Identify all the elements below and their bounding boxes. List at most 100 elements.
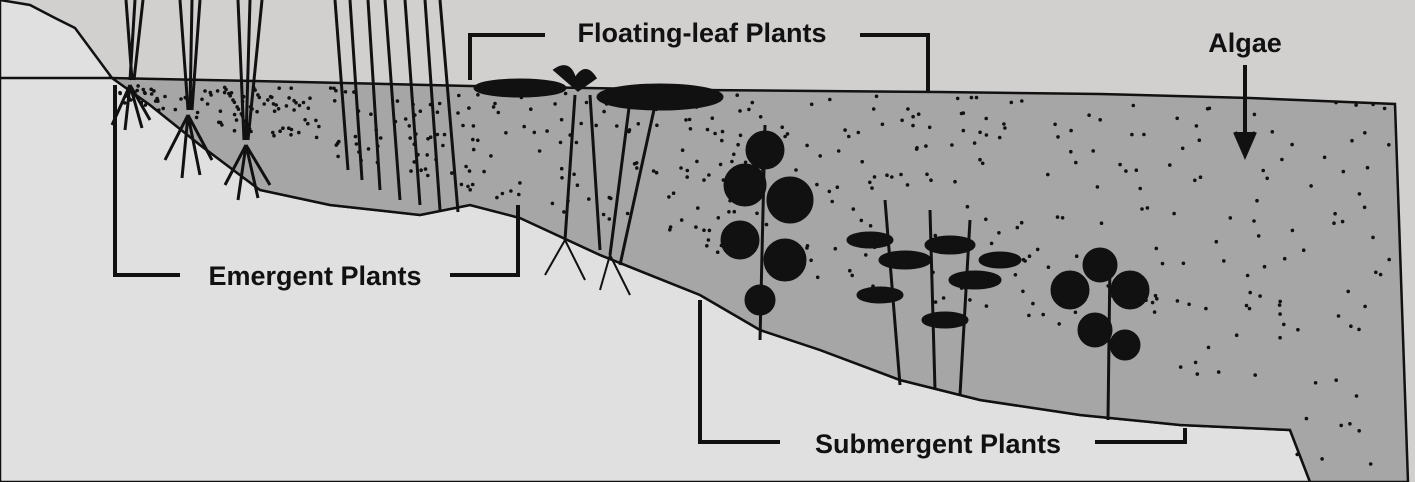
algae-dot — [333, 99, 337, 103]
algae-dot — [1357, 429, 1361, 433]
algae-dot — [1195, 124, 1199, 128]
algae-dot — [1246, 274, 1250, 278]
algae-dot — [1252, 219, 1256, 223]
algae-dot — [1323, 156, 1327, 160]
algae-dot — [136, 84, 140, 88]
algae-dot — [163, 95, 167, 99]
algae-dot — [1031, 302, 1035, 306]
algae-dot — [736, 143, 740, 147]
algae-dot — [1027, 314, 1031, 318]
algae-dot — [818, 154, 822, 158]
algae-dot — [344, 90, 348, 94]
algae-dot — [1222, 259, 1226, 263]
algae-dot — [1155, 247, 1159, 251]
algae-dot — [1074, 161, 1078, 165]
algae-dot — [307, 106, 311, 110]
algae-dot — [292, 108, 296, 112]
algae-dot — [233, 101, 237, 105]
algae-dot — [457, 94, 461, 98]
algae-dot — [1366, 166, 1370, 170]
algae-dot — [925, 173, 929, 177]
algae-dot — [1349, 324, 1353, 328]
algae-dot — [730, 160, 734, 164]
algae-dot — [828, 98, 832, 102]
algae-dot — [1124, 169, 1128, 173]
algae-dot — [472, 148, 476, 152]
algae-dot — [209, 93, 213, 97]
algae-dot — [868, 181, 872, 185]
algae-dot — [551, 202, 555, 206]
algae-dot — [1172, 212, 1176, 216]
algae-dot — [1091, 149, 1095, 153]
algae-dot — [369, 112, 373, 116]
algae-dot — [929, 178, 933, 182]
algae-dot — [686, 169, 690, 173]
algae-dot — [408, 136, 412, 140]
algae-dot — [953, 180, 957, 184]
algae-dot — [461, 124, 465, 128]
algae-dot — [1282, 323, 1286, 327]
algae-dot — [1291, 229, 1295, 233]
algae-dot — [522, 125, 526, 129]
algae-dot — [727, 210, 731, 214]
algae-dot — [899, 173, 903, 177]
algae-dot — [277, 86, 281, 90]
algae-dot — [529, 107, 533, 111]
algae-dot — [1053, 123, 1057, 127]
algae-dot — [1371, 103, 1375, 107]
algae-dot — [272, 134, 276, 138]
algae-dot — [1263, 265, 1267, 269]
algae-dot — [1010, 101, 1014, 105]
algae-dot — [468, 188, 472, 192]
algae-dot — [426, 137, 430, 141]
algae-dot — [1182, 262, 1186, 266]
algae-dot — [287, 96, 291, 100]
algae-dot — [1278, 312, 1282, 316]
algae-dot — [1002, 122, 1006, 126]
algae-dot — [875, 95, 879, 99]
algae-dot — [1305, 417, 1309, 421]
algae-dot — [981, 162, 985, 166]
algae-dot — [594, 124, 598, 128]
algae-dot — [915, 147, 919, 151]
algae-dot — [355, 142, 359, 146]
algae-dot — [705, 244, 709, 248]
algae-dot — [928, 126, 932, 130]
algae-dot — [635, 166, 639, 170]
algae-dot — [1204, 307, 1208, 311]
algae-dot — [467, 106, 471, 110]
algae-dot — [668, 228, 672, 232]
algae-dot — [1135, 168, 1139, 172]
algae-dot — [602, 213, 606, 217]
algae-dot — [266, 98, 270, 102]
algae-dot — [1036, 248, 1040, 252]
algae-dot — [533, 131, 537, 135]
algae-dot — [553, 102, 557, 106]
algae-dot — [1278, 300, 1282, 304]
algae-dot — [860, 160, 864, 164]
algae-dot — [315, 136, 319, 140]
algae-dot — [973, 141, 977, 145]
algae-dot — [317, 125, 321, 129]
algae-dot — [1168, 163, 1172, 167]
algae-dot — [285, 104, 289, 108]
algae-dot — [560, 167, 564, 171]
algae-dot — [1387, 258, 1391, 262]
algae-dot — [1146, 206, 1150, 210]
algae-dot — [759, 115, 763, 119]
algae-dot — [456, 111, 460, 115]
algae-dot — [587, 197, 591, 201]
algae-dot — [1061, 216, 1065, 220]
algae-dot — [978, 131, 982, 135]
algae-dot — [1296, 328, 1300, 332]
algae-dot — [294, 101, 298, 105]
algae-dot — [560, 176, 564, 180]
algae-dot — [419, 109, 423, 113]
algae-dot — [179, 97, 183, 101]
algae-dot — [1181, 147, 1185, 151]
algae-dot — [1357, 328, 1361, 332]
algae-dot — [1314, 381, 1318, 385]
algae-dot — [672, 191, 676, 195]
algae-dot — [118, 91, 122, 95]
algae-dot — [1016, 226, 1020, 230]
